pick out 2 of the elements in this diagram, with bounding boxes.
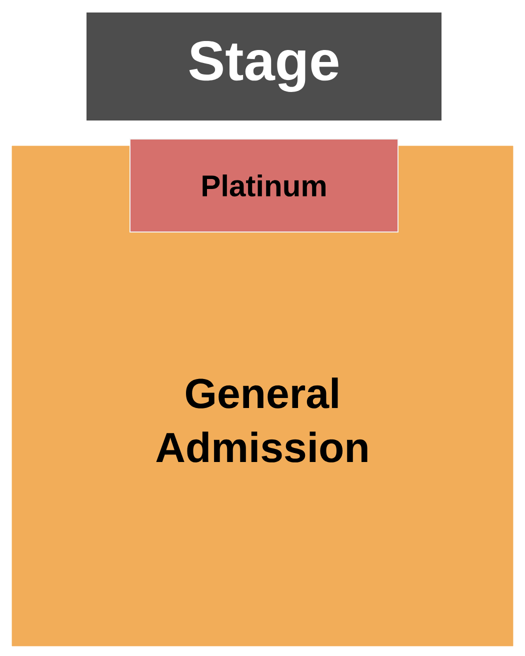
section-block: Platinum — [130, 138, 398, 232]
stage-block: Stage — [86, 12, 442, 120]
